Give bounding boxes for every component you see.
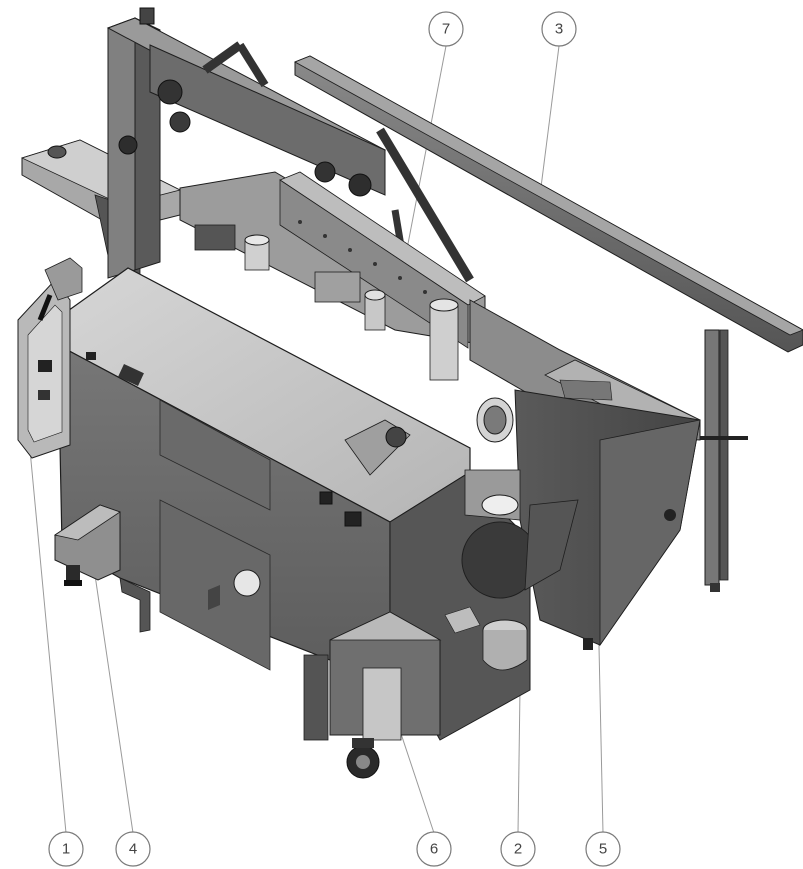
rear-rail <box>294 55 803 592</box>
callout-7: 7 <box>428 11 464 47</box>
callout-6-label: 6 <box>430 841 438 858</box>
callout-5-label: 5 <box>599 841 607 858</box>
outfeed-housing <box>469 299 701 650</box>
callout-1: 1 <box>48 831 84 867</box>
callout-group: 1 4 6 2 5 7 3 <box>48 11 621 867</box>
callout-4-label: 4 <box>129 841 137 858</box>
pressure-beam <box>179 171 486 381</box>
callout-2-label: 2 <box>514 841 522 858</box>
callout-2: 2 <box>500 831 536 867</box>
callout-1-label: 1 <box>62 841 70 858</box>
callout-6: 6 <box>416 831 452 867</box>
control-panel <box>17 257 83 459</box>
upper-frame <box>106 7 387 279</box>
left-foot <box>53 504 121 586</box>
callout-3-label: 3 <box>555 21 563 38</box>
dust-extraction <box>444 397 579 671</box>
main-cabinet <box>57 267 531 779</box>
callout-3: 3 <box>541 11 577 47</box>
callout-7-label: 7 <box>442 21 450 38</box>
callout-4: 4 <box>115 831 151 867</box>
callout-5: 5 <box>585 831 621 867</box>
